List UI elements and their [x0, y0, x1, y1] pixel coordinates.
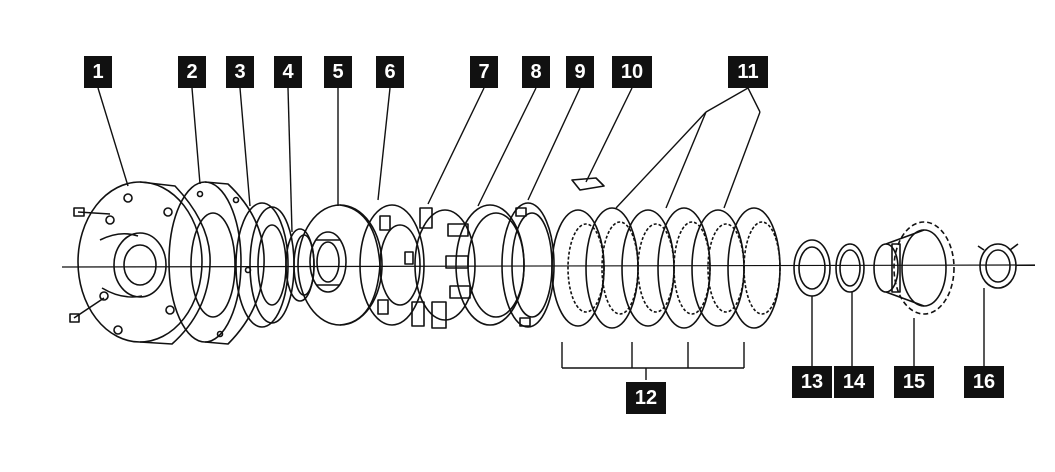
part-10-key	[571, 177, 605, 191]
clutch-plate-5	[691, 209, 745, 327]
callout-9: 9	[566, 56, 594, 88]
callout-1: 1	[84, 56, 112, 88]
callout-14: 14	[834, 366, 874, 398]
part-9-hub	[501, 202, 555, 328]
callout-16: 16	[964, 366, 1004, 398]
clutch-plate-3	[621, 209, 675, 327]
callout-6: 6	[376, 56, 404, 88]
part-1-housing	[69, 181, 211, 345]
part-8-snap-ring	[455, 204, 525, 326]
center-axis	[61, 264, 1036, 268]
callout-2: 2	[178, 56, 206, 88]
part-13-washer	[793, 239, 831, 297]
callout-12: 12	[626, 382, 666, 414]
part-5-drum	[297, 204, 383, 326]
callout-3: 3	[226, 56, 254, 88]
part-2-plate	[168, 181, 265, 345]
callout-5: 5	[324, 56, 352, 88]
callout-4: 4	[274, 56, 302, 88]
leader-lines	[97, 87, 985, 380]
clutch-plate-1	[551, 209, 605, 327]
callout-10: 10	[612, 56, 652, 88]
part-7-spring-plate	[411, 207, 476, 329]
callout-7: 7	[470, 56, 498, 88]
part-16-clip	[977, 243, 1019, 289]
callout-11: 11	[728, 56, 768, 88]
part-15-gear	[873, 221, 955, 315]
part-14-washer	[835, 243, 865, 293]
callout-13: 13	[792, 366, 832, 398]
part-6-retainer	[359, 204, 425, 326]
clutch-plate-6	[727, 207, 781, 329]
callout-8: 8	[522, 56, 550, 88]
clutch-plate-4	[657, 207, 711, 329]
callout-15: 15	[894, 366, 934, 398]
